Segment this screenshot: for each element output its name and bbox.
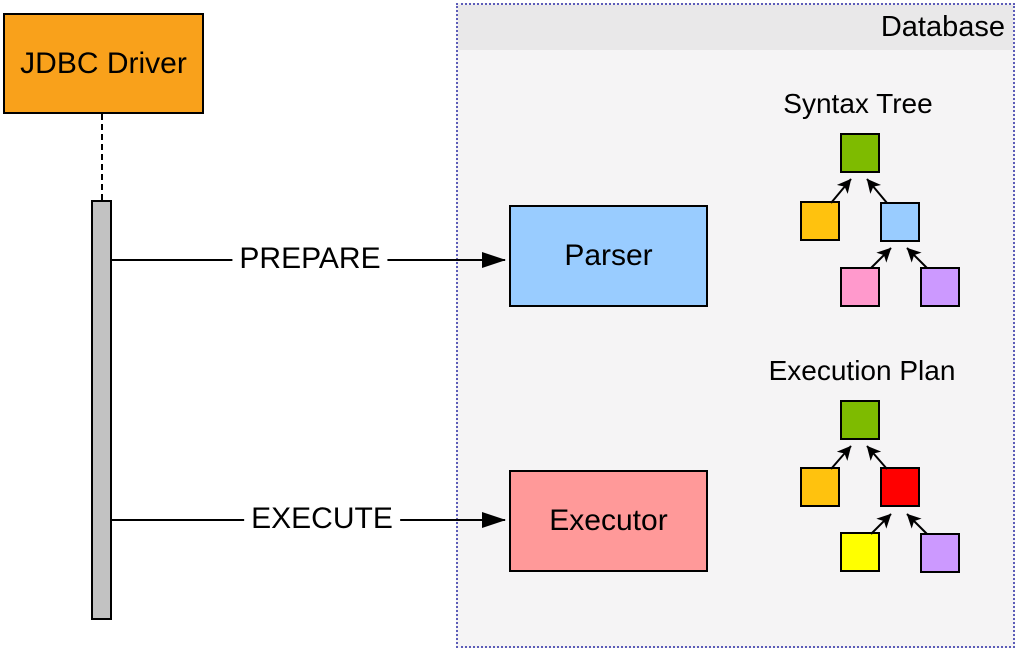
lifeline-activation-bar	[91, 200, 112, 620]
syntax-tree-node-right	[880, 202, 920, 242]
execution-plan-node-right	[880, 467, 920, 507]
execute-label: EXECUTE	[244, 502, 400, 536]
parser-box: Parser	[509, 205, 708, 307]
jdbc-driver-box: JDBC Driver	[3, 13, 204, 114]
syntax-tree-node-left	[800, 201, 840, 241]
execution-plan-node-root	[840, 400, 880, 440]
parser-label: Parser	[564, 239, 653, 272]
execution-plan-node-left	[800, 467, 840, 507]
execution-plan-node-bottom-left	[840, 532, 880, 572]
executor-box: Executor	[509, 470, 708, 572]
prepare-label: PREPARE	[232, 242, 388, 276]
database-label: Database	[880, 11, 1005, 43]
database-header: Database	[458, 5, 1013, 50]
execution-plan-node-bottom-right	[920, 533, 960, 573]
syntax-tree-node-bottom-left	[840, 267, 880, 307]
syntax-tree-node-root	[840, 133, 880, 173]
executor-label: Executor	[549, 504, 668, 537]
syntax-tree-title: Syntax Tree	[783, 88, 933, 119]
lifeline-dashed-link	[101, 114, 103, 200]
execution-plan-title: Execution Plan	[768, 355, 956, 386]
jdbc-driver-label: JDBC Driver	[20, 46, 187, 80]
syntax-tree-node-bottom-right	[920, 267, 960, 307]
